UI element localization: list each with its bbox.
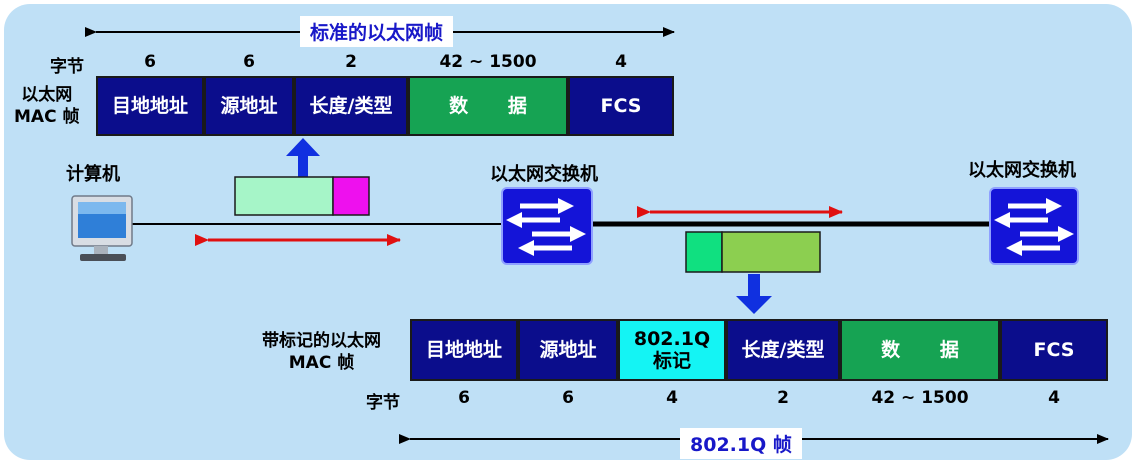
switch-left-icon	[501, 187, 593, 265]
tagged-bytes-label: 字节	[366, 393, 400, 413]
standard-field-2: 长度/类型	[294, 76, 408, 136]
tagged-byte-count-4: 42 ~ 1500	[871, 388, 969, 408]
standard-bytes-label: 字节	[50, 57, 84, 77]
mini-frame-left-tail	[332, 176, 370, 216]
computer-icon	[71, 195, 133, 261]
tagged-field-1: 源地址	[518, 319, 618, 381]
down-arrow-icon	[736, 274, 772, 314]
tagged-frame-label: 带标记的以太网 MAC 帧	[262, 331, 381, 373]
switch-right-label: 以太网交换机	[968, 160, 1076, 181]
tagged-byte-count-5: 4	[1048, 388, 1060, 408]
standard-field-1: 源地址	[204, 76, 294, 136]
switch-right-icon	[989, 187, 1079, 265]
tagged-byte-count-0: 6	[458, 388, 470, 408]
standard-frame-title: 标准的以太网帧	[300, 16, 454, 47]
mini-frame-right-body	[721, 231, 821, 273]
tagged-field-4: 数 据	[840, 319, 1000, 381]
standard-byte-count-3: 42 ~ 1500	[439, 52, 537, 72]
mini-frame-left-body	[234, 176, 334, 216]
standard-frame-label: 以太网 MAC 帧	[14, 85, 80, 127]
tagged-field-3: 长度/类型	[726, 319, 840, 381]
standard-byte-count-2: 2	[345, 52, 357, 72]
switch-left-label: 以太网交换机	[490, 164, 598, 185]
tagged-byte-count-1: 6	[562, 388, 574, 408]
computer-label: 计算机	[66, 164, 120, 185]
tagged-byte-count-3: 2	[777, 388, 789, 408]
standard-byte-count-0: 6	[144, 52, 156, 72]
standard-byte-count-1: 6	[243, 52, 255, 72]
standard-field-4: FCS	[568, 76, 674, 136]
up-arrow-icon	[286, 138, 320, 178]
tagged-field-2: 802.1Q 标记	[618, 319, 726, 381]
standard-field-3: 数 据	[408, 76, 568, 136]
mini-frame-right-head	[685, 231, 723, 273]
tagged-field-0: 目地地址	[410, 319, 518, 381]
standard-byte-count-4: 4	[615, 52, 627, 72]
tagged-field-5: FCS	[1000, 319, 1108, 381]
tagged-byte-count-2: 4	[666, 388, 678, 408]
standard-field-0: 目地地址	[96, 76, 204, 136]
tagged-frame-title: 802.1Q 帧	[680, 428, 802, 459]
